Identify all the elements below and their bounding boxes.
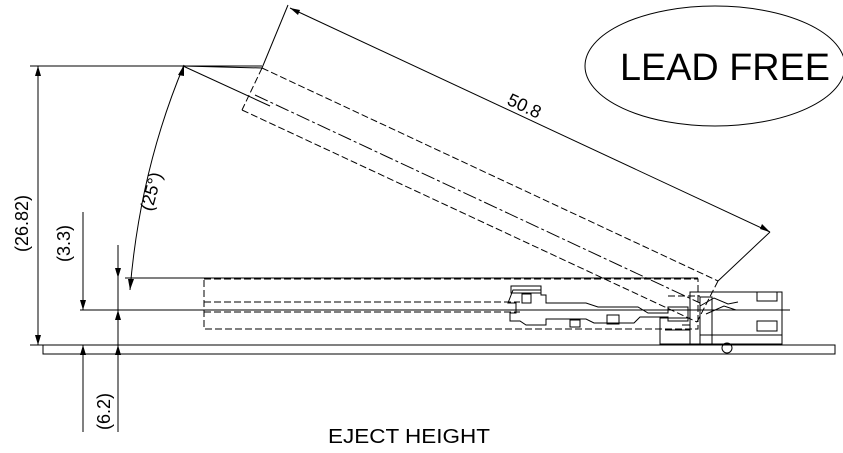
dimension-total-height: (26.82) bbox=[12, 65, 262, 346]
dimension-total-height-label: (26.82) bbox=[12, 195, 32, 252]
dimension-eject-angle-label: (25°) bbox=[137, 170, 166, 213]
dimension-base-height: (6.2) bbox=[80, 300, 121, 432]
eject-height-caption: EJECT HEIGHT bbox=[328, 426, 490, 448]
dimension-base-height-label: (6.2) bbox=[94, 393, 114, 430]
connector-body bbox=[507, 285, 783, 354]
pcb-board bbox=[42, 344, 836, 355]
dimension-card-offset-label: (3.3) bbox=[54, 225, 74, 262]
lead-free-stamp: LEAD FREE bbox=[584, 5, 843, 127]
card-tilted-outline bbox=[241, 67, 719, 323]
dimension-card-offset: (3.3) bbox=[54, 212, 121, 345]
lead-free-stamp-text: LEAD FREE bbox=[620, 47, 830, 89]
dimension-eject-angle: (25°) bbox=[128, 64, 271, 291]
